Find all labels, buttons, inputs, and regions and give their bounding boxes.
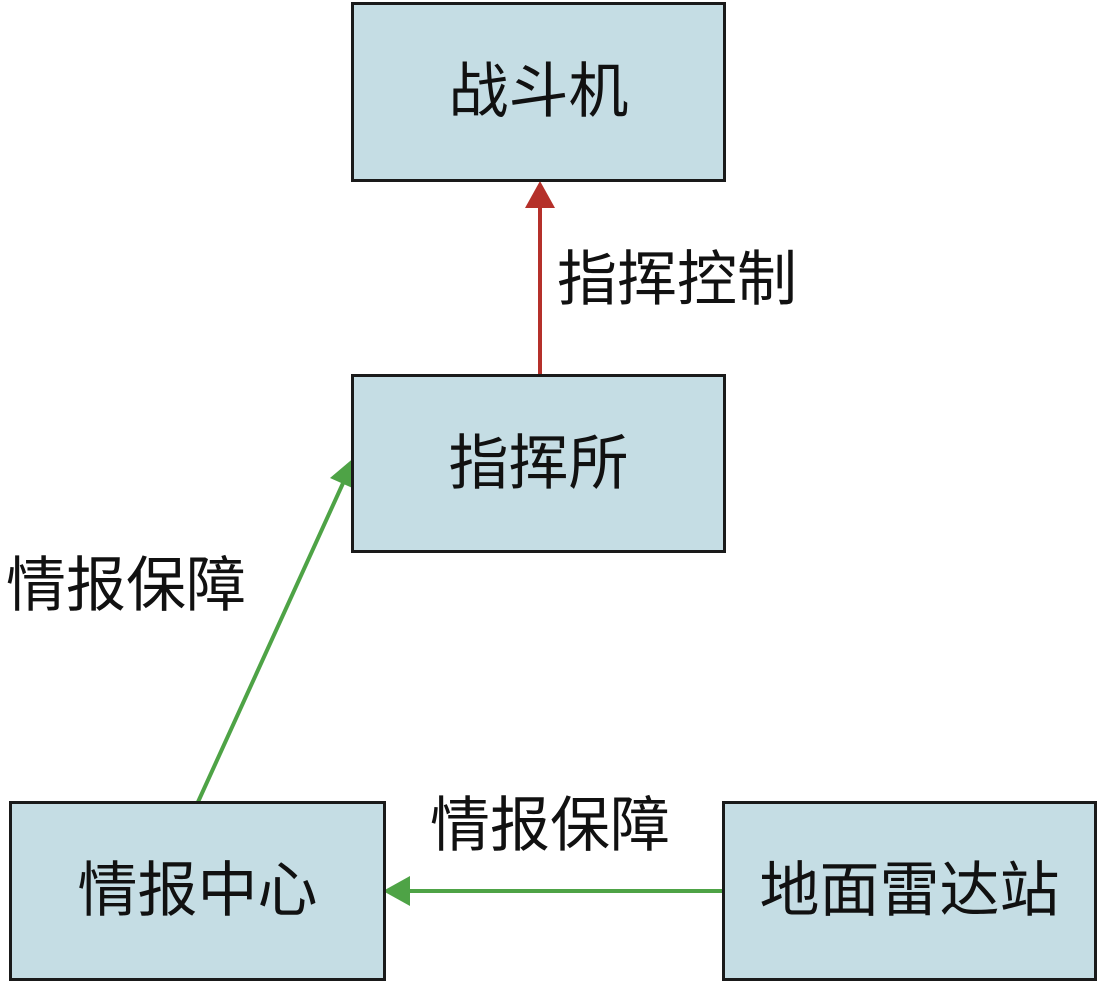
arrowhead-up [525, 181, 555, 208]
edge-label-command-to-fighter: 指挥控制 [557, 245, 797, 315]
node-ground-radar: 地面雷达站 [722, 801, 1097, 981]
node-ground-radar-label: 地面雷达站 [759, 856, 1060, 926]
node-command-post-label: 指挥所 [448, 428, 629, 499]
edge-command-to-fighter [525, 181, 555, 376]
edge-label-intel-to-command: 情报保障 [6, 551, 246, 621]
edge-radar-to-intel [383, 876, 723, 906]
arrowhead-left [383, 876, 410, 906]
node-command-post: 指挥所 [351, 374, 726, 553]
node-intel-center: 情报中心 [9, 801, 386, 981]
edge-label-radar-to-intel: 情报保障 [430, 791, 670, 861]
node-fighter: 战斗机 [351, 2, 726, 182]
arrowhead-diagonal [330, 456, 357, 490]
node-intel-center-label: 情报中心 [77, 856, 318, 926]
edge-intel-to-command [196, 456, 357, 803]
edge-line-intel-to-command [196, 480, 346, 803]
node-fighter-label: 战斗机 [448, 57, 629, 127]
